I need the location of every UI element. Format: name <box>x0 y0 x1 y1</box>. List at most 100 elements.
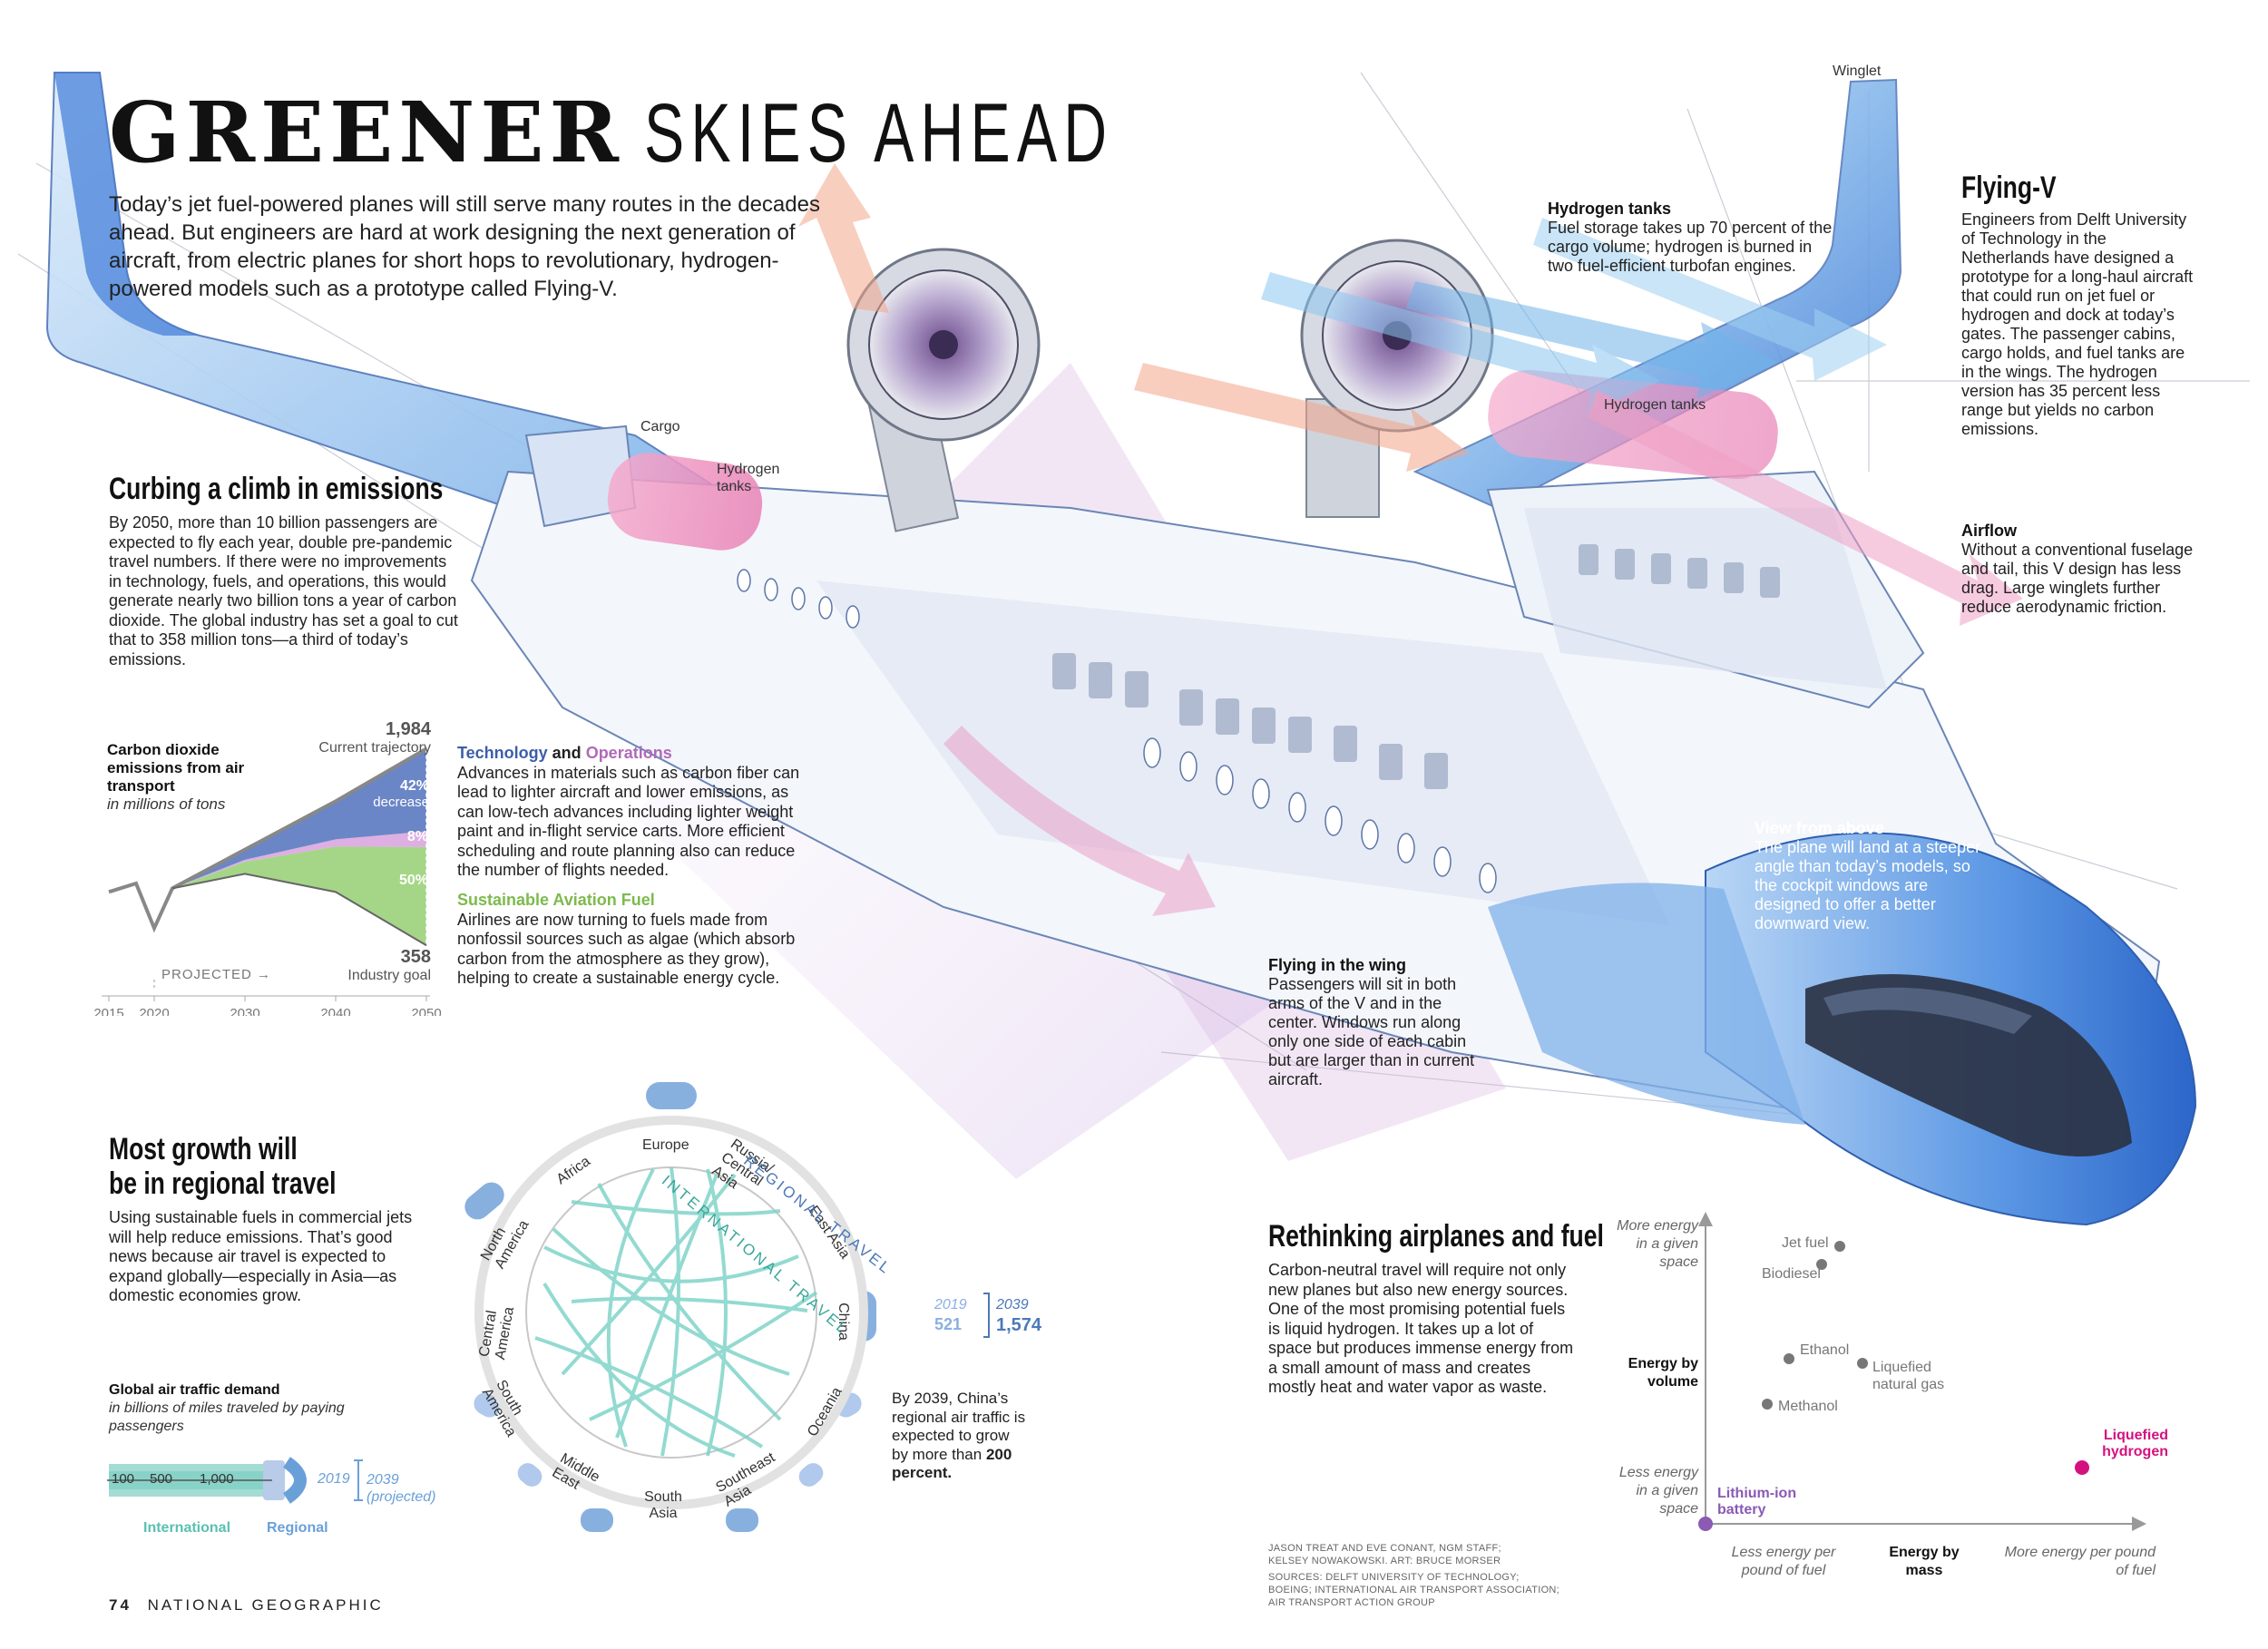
point-jet-fuel <box>1834 1241 1845 1252</box>
point-lng <box>1857 1358 1868 1369</box>
co2-top-annotation: 1,984 Current trajectory <box>272 719 431 756</box>
flyingv-title: Flying-V <box>1961 171 2057 205</box>
hydrogen-ann-title: Hydrogen tanks <box>1548 200 1672 218</box>
regional-body: Using sustainable fuels in commercial je… <box>109 1208 413 1304</box>
international-label: International <box>143 1520 231 1536</box>
cargo-label: Cargo <box>640 419 680 434</box>
saf-block: Sustainable Aviation Fuel Airlines are n… <box>457 891 825 989</box>
traffic-2039-block: 2039 (projected) <box>367 1471 435 1506</box>
china-note-bold: 200 percent. <box>892 1445 1012 1482</box>
china-bracket <box>983 1293 990 1338</box>
hydrogen-annotation: Hydrogen tanks Fuel storage takes up 70 … <box>1548 200 1838 276</box>
airflow-title: Airflow <box>1961 522 2017 540</box>
tech-label: Technology <box>457 744 548 762</box>
wing-title: Flying in the wing <box>1268 956 1406 974</box>
scale-1000: 1,000 <box>200 1471 234 1487</box>
traffic-bar-graphic <box>107 1457 363 1504</box>
co2-top-label: Current trajectory <box>318 740 431 756</box>
label-hydrogen: Liquefied hydrogen <box>2102 1428 2168 1459</box>
pct-ops: 8% <box>406 829 428 844</box>
label-methanol: Methanol <box>1778 1399 1838 1414</box>
regional-heading-2: be in regional travel <box>109 1166 337 1201</box>
saf-body: Airlines are now turning to fuels made f… <box>457 910 796 988</box>
point-biodiesel <box>1816 1259 1827 1270</box>
co2-chart-title: Carbon dioxide emissions from air transp… <box>107 741 252 814</box>
hydrogen-tanks-left-label: Hydrogen tanks <box>717 462 780 494</box>
saf-title: Sustainable Aviation Fuel <box>457 891 655 909</box>
credits: JASON TREAT AND EVE CONANT, NGM STAFF; K… <box>1268 1542 1595 1609</box>
wing-annotation: Flying in the wing Passengers will sit i… <box>1268 956 1486 1089</box>
co2-bottom-label: Industry goal <box>347 968 431 983</box>
x-tick-label-2020: 2020 <box>139 1006 169 1016</box>
point-battery <box>1698 1517 1713 1531</box>
point-ethanol <box>1784 1353 1794 1364</box>
region-south-asia: South Asia <box>644 1489 682 1521</box>
credit-line-3: SOURCES: DELFT UNIVERSITY OF TECHNOLOGY; <box>1268 1572 1520 1583</box>
x-tick-label-2030: 2030 <box>230 1006 259 1016</box>
traffic-projected: (projected) <box>367 1489 436 1505</box>
regional-label: Regional <box>267 1520 328 1536</box>
and-label: and <box>547 744 586 762</box>
energy-x-more: More energy per pound of fuel <box>2004 1545 2156 1578</box>
airflow-annotation: Airflow Without a conventional fuselage … <box>1961 522 2197 617</box>
co2-projected-label: PROJECTED → <box>161 967 272 982</box>
scale-500: 500 <box>150 1471 173 1487</box>
china-note-text: By 2039, China’s regional air traffic is… <box>892 1390 1026 1463</box>
traffic-subtitle: in billions of miles traveled by paying … <box>109 1400 345 1434</box>
label-biodiesel: Biodiesel <box>1762 1266 1821 1282</box>
emissions-heading: Curbing a climb in emissions <box>109 472 444 506</box>
pct-tech: 42% <box>399 778 429 794</box>
traffic-2039: 2039 <box>367 1472 399 1488</box>
energy-y-more: More energy in a given space <box>1617 1218 1698 1270</box>
ops-label: Operations <box>585 744 672 762</box>
label-lng: Liquefied natural gas <box>1872 1360 1945 1392</box>
tech-wedge <box>172 748 426 889</box>
airflow-body: Without a conventional fuselage and tail… <box>1961 541 2194 616</box>
china-2019-year: 2019 <box>934 1297 967 1312</box>
label-battery: Lithium-ion battery <box>1717 1486 1797 1517</box>
china-2039-year: 2039 <box>996 1297 1029 1312</box>
title-light: SKIES AHEAD <box>644 87 1114 180</box>
rethink-body: Carbon-neutral travel will require not o… <box>1268 1261 1574 1396</box>
flyingv-body: Engineers from Delft University of Techn… <box>1961 210 2194 438</box>
traffic-title-block: Global air traffic demand in billions of… <box>109 1381 381 1436</box>
co2-bottom-annotation: 358 Industry goal <box>299 947 431 984</box>
label-ethanol: Ethanol <box>1800 1342 1850 1358</box>
traffic-title: Global air traffic demand <box>109 1382 280 1398</box>
energy-chart <box>1698 1212 2146 1531</box>
saf-wedge <box>172 846 426 946</box>
regional-heading-1: Most growth will <box>109 1132 298 1166</box>
emissions-body: By 2050, more than 10 billion passengers… <box>109 513 458 668</box>
tech-ops-body: Advances in materials such as carbon fib… <box>457 763 800 880</box>
co2-subtitle: in millions of tons <box>107 795 226 813</box>
pct-saf: 50% <box>398 873 428 888</box>
magazine-name: NATIONAL GEOGRAPHIC <box>147 1596 384 1614</box>
energy-x-label: Energy by mass <box>1889 1545 1960 1578</box>
page-title: GREENER SKIES AHEAD <box>109 83 1296 181</box>
co2-title: Carbon dioxide emissions from air transp… <box>107 741 245 795</box>
hydrogen-tanks-right-label: Hydrogen tanks <box>1604 397 1706 413</box>
china-2019-value: 521 <box>934 1315 963 1333</box>
page-number: 74 <box>109 1596 132 1614</box>
hydrogen-ann-body: Fuel storage takes up 70 percent of the … <box>1548 219 1833 275</box>
view-body: The plane will land at a steeper angle t… <box>1755 838 1981 932</box>
goal-line <box>171 873 427 947</box>
footer: 74 NATIONAL GEOGRAPHIC <box>109 1596 384 1615</box>
flyingv-annotation: Flying-V Engineers from Delft University… <box>1961 171 2197 439</box>
china-note: By 2039, China’s regional air traffic is… <box>892 1390 1028 1483</box>
region-europe: Europe <box>642 1137 689 1153</box>
wing-body: Passengers will sit in both arms of the … <box>1268 975 1475 1088</box>
view-title: View from above <box>1755 819 1884 837</box>
point-hydrogen <box>2075 1460 2089 1475</box>
credit-line-2: KELSEY NOWAKOWSKI. ART: BRUCE MORSER <box>1268 1556 1501 1566</box>
winglet-label: Winglet <box>1833 63 1882 79</box>
credit-line-4: BOEING; INTERNATIONAL AIR TRANSPORT ASSO… <box>1268 1585 1560 1595</box>
co2-top-value: 1,984 <box>385 719 431 739</box>
title-bold: GREENER <box>109 83 624 181</box>
pct-tech-box: 42% decrease <box>345 778 429 810</box>
credit-line-1: JASON TREAT AND EVE CONANT, NGM STAFF; <box>1268 1543 1501 1554</box>
china-2039-value: 1,574 <box>996 1315 1042 1335</box>
left-engine <box>846 248 1041 532</box>
